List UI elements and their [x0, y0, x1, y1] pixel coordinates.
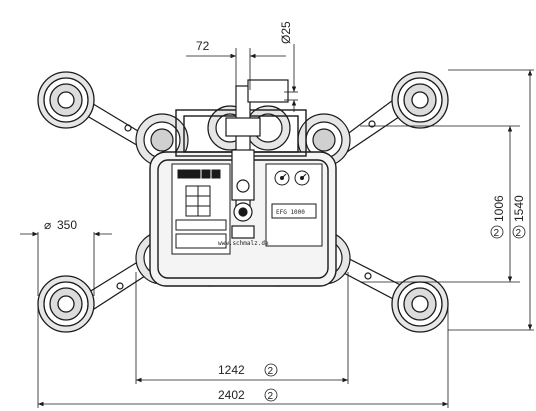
dimension-1242: [135, 272, 349, 384]
suction-pad-outer-bl: [37, 275, 95, 333]
outer-pads: [37, 71, 449, 333]
model-label: EFG 1000: [276, 209, 305, 216]
suction-pad-outer-br: [391, 275, 449, 333]
dimension-d350: [20, 231, 112, 296]
dimension-1242-label: 1242: [218, 363, 245, 377]
lifting-column: [225, 79, 289, 239]
suction-pad-outer-tl: [37, 71, 95, 129]
dimension-1006: [360, 125, 520, 283]
dimension-72-label: 72: [196, 39, 210, 53]
dimension-1006-label: 1006: [492, 195, 506, 222]
variant-mark-icon: 2: [264, 388, 278, 402]
variant-mark-2402: 2: [268, 391, 274, 402]
variant-mark-1006: 2: [494, 228, 500, 239]
brand-label: www.schmalz.de: [218, 240, 269, 247]
suction-pad-outer-tr: [391, 71, 449, 129]
diameter-symbol-icon: ⌀: [44, 218, 51, 232]
dimension-2402-label: 2402: [218, 388, 245, 402]
dimension-d25-label: Ø25: [279, 21, 293, 44]
variant-mark-icon: 2: [490, 225, 504, 239]
vacuum-gauges: [265, 163, 323, 247]
dimension-2402: [37, 300, 449, 408]
variant-mark-1242: 2: [268, 366, 274, 377]
variant-mark-icon: 2: [264, 363, 278, 377]
control-panel: [171, 163, 231, 255]
dimension-1540-label: 1540: [512, 195, 526, 222]
dimension-d25: [284, 44, 298, 112]
variant-mark-icon: 2: [512, 225, 526, 239]
dimension-1540: [448, 69, 534, 331]
dimension-72: [186, 48, 286, 90]
dimension-d350-label: 350: [57, 218, 77, 232]
variant-mark-1540: 2: [516, 228, 522, 239]
